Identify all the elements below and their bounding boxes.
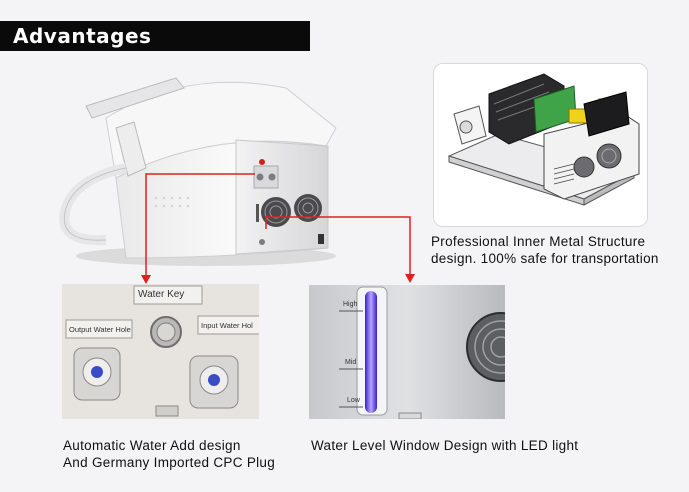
arrowhead-icon: [141, 275, 151, 284]
water-level-caption: Water Level Window Design with LED light: [311, 438, 579, 453]
water-level-photo: High Mid Low: [309, 285, 505, 419]
metal-structure-caption: Professional Inner Metal Structure desig…: [431, 233, 686, 267]
level-high-label: High: [343, 301, 358, 308]
level-mid-label: Mid: [345, 359, 357, 366]
caption-line: Professional Inner Metal Structure: [431, 234, 646, 249]
caption-line: And Germany Imported CPC Plug: [63, 455, 276, 470]
arrowhead-icon: [405, 274, 415, 283]
water-key-label: Water Key: [138, 289, 185, 300]
fan-icon: [261, 197, 291, 227]
machine-photo: [36, 58, 354, 272]
caption-line: Automatic Water Add design: [63, 438, 241, 453]
level-low-label: Low: [347, 397, 360, 404]
input-water-hole-label: Input Water Hol: [201, 321, 253, 330]
metal-structure-render: [433, 63, 648, 227]
water-key-photo: Water Key Output Water Hole Input Water …: [62, 284, 259, 419]
caption-line: design. 100% safe for transportation: [431, 251, 659, 266]
water-add-caption: Automatic Water Add design And Germany I…: [63, 437, 323, 471]
output-water-hole-label: Output Water Hole: [69, 325, 131, 334]
section-title: Advantages: [0, 21, 310, 51]
fan-icon: [294, 194, 322, 222]
